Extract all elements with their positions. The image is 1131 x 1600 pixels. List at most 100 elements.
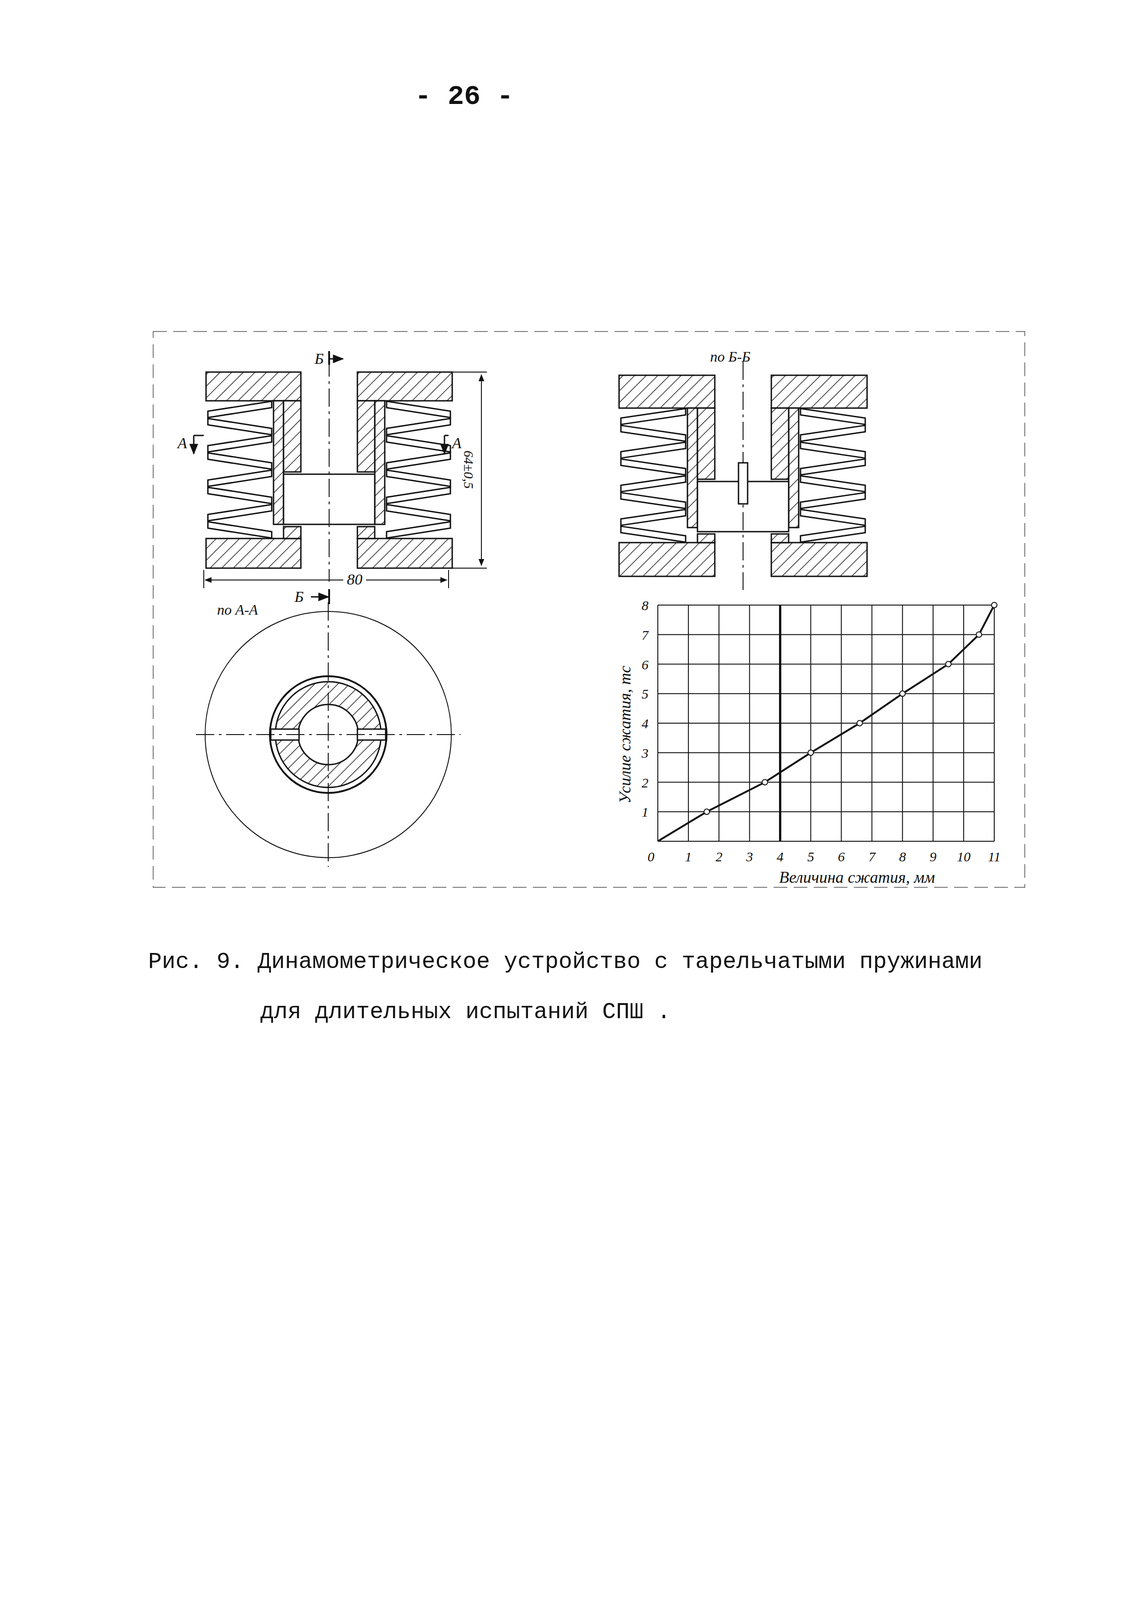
disc-spring bbox=[207, 521, 272, 538]
disc-spring bbox=[386, 435, 451, 453]
hub bbox=[357, 526, 375, 539]
dimension-line bbox=[480, 374, 482, 566]
pin bbox=[738, 462, 748, 504]
disc-spring bbox=[386, 487, 451, 504]
tick-label: 3 bbox=[641, 744, 649, 760]
extension-line bbox=[451, 371, 487, 373]
disc-spring bbox=[800, 408, 866, 425]
section-letter: А bbox=[452, 434, 462, 452]
hub bbox=[771, 407, 789, 480]
hub bbox=[357, 400, 375, 472]
data-point bbox=[762, 779, 768, 785]
figure-caption: Рис. 9. Динамометрическое устройство с т… bbox=[260, 936, 1036, 1038]
hub bbox=[771, 533, 789, 543]
dimension-line bbox=[205, 579, 446, 581]
disc-spring bbox=[620, 492, 686, 509]
grid-line bbox=[657, 604, 995, 606]
section-mark bbox=[193, 434, 204, 437]
top-plate bbox=[206, 371, 301, 401]
view-title: по А-А bbox=[216, 601, 259, 618]
disc-spring bbox=[386, 521, 451, 538]
dimension-line bbox=[480, 374, 482, 566]
tick-label: 7 bbox=[868, 848, 876, 864]
top-plate bbox=[771, 375, 868, 408]
grid-line bbox=[657, 722, 995, 724]
curve bbox=[657, 604, 995, 842]
disc-spring bbox=[207, 418, 272, 435]
tick-label: 3 bbox=[746, 848, 754, 864]
section-arrow bbox=[444, 435, 446, 454]
bottom-plate bbox=[771, 542, 868, 577]
disc-spring bbox=[207, 504, 272, 522]
grid-line bbox=[657, 692, 995, 694]
dimension: 64±0,5 bbox=[461, 450, 477, 489]
disc-spring bbox=[800, 492, 866, 509]
grid-line bbox=[657, 840, 995, 842]
grid-line bbox=[657, 752, 995, 754]
sleeve bbox=[687, 407, 698, 528]
top-plate bbox=[357, 371, 453, 401]
tick-label: 11 bbox=[987, 848, 1001, 864]
disc-spring bbox=[207, 469, 272, 487]
disc-spring bbox=[207, 435, 272, 453]
tick-label: 4 bbox=[641, 715, 649, 731]
tick-label: 2 bbox=[641, 774, 649, 790]
bottom-plate bbox=[619, 542, 715, 577]
tick-label: 5 bbox=[641, 686, 649, 702]
disc-spring bbox=[620, 442, 686, 459]
grid-line bbox=[657, 663, 995, 665]
disc-spring bbox=[207, 401, 272, 418]
data-point bbox=[945, 661, 951, 667]
disc-spring bbox=[800, 442, 866, 459]
section-arrow bbox=[310, 596, 329, 598]
section-letter: Б bbox=[314, 350, 324, 367]
data-point bbox=[703, 808, 710, 815]
center-line bbox=[328, 358, 330, 582]
tick-label: 5 bbox=[807, 848, 815, 864]
center-line bbox=[327, 602, 329, 867]
section-letter: А bbox=[177, 434, 188, 452]
figure-frame bbox=[153, 331, 1025, 888]
hub bbox=[697, 407, 715, 480]
disc-spring bbox=[386, 401, 451, 418]
tick-label: 10 bbox=[956, 848, 971, 864]
sleeve bbox=[273, 400, 284, 525]
tick-label: 4 bbox=[776, 848, 784, 864]
dimension: 80 bbox=[343, 570, 367, 588]
tick-label: 8 bbox=[641, 597, 649, 613]
disc-spring bbox=[386, 504, 451, 522]
hub bbox=[697, 533, 715, 543]
data-point bbox=[991, 602, 997, 608]
section-arrow bbox=[193, 435, 195, 454]
disc-spring bbox=[800, 526, 866, 543]
extension-line bbox=[448, 569, 450, 589]
hub bbox=[283, 526, 301, 539]
illustration bbox=[153, 331, 1025, 888]
disc-spring bbox=[386, 418, 451, 435]
top-plate bbox=[619, 375, 715, 408]
data-point bbox=[807, 749, 814, 756]
data-point bbox=[899, 690, 906, 697]
disc-spring bbox=[207, 487, 272, 504]
axis-title: Усилие сжатия, тс bbox=[616, 665, 635, 804]
disc-spring bbox=[620, 459, 686, 476]
hub bbox=[283, 400, 301, 472]
bottom-plate bbox=[206, 538, 301, 569]
bottom-plate bbox=[357, 538, 453, 569]
tick-label: 2 bbox=[715, 848, 723, 864]
tick-label: 1 bbox=[685, 848, 693, 864]
disc-spring bbox=[620, 408, 686, 425]
disc-spring bbox=[620, 526, 686, 543]
disc-spring bbox=[620, 509, 686, 526]
sleeve bbox=[788, 407, 799, 528]
section-arrow bbox=[329, 358, 343, 360]
axis-title: Величина сжатия, мм bbox=[779, 868, 935, 887]
data-point bbox=[976, 631, 982, 638]
disc-spring bbox=[800, 475, 866, 492]
tick-label: 6 bbox=[837, 848, 845, 864]
tick-label: 1 bbox=[641, 804, 649, 820]
extension-line bbox=[451, 567, 487, 569]
disc-spring bbox=[800, 459, 866, 476]
section-mark bbox=[328, 351, 331, 365]
